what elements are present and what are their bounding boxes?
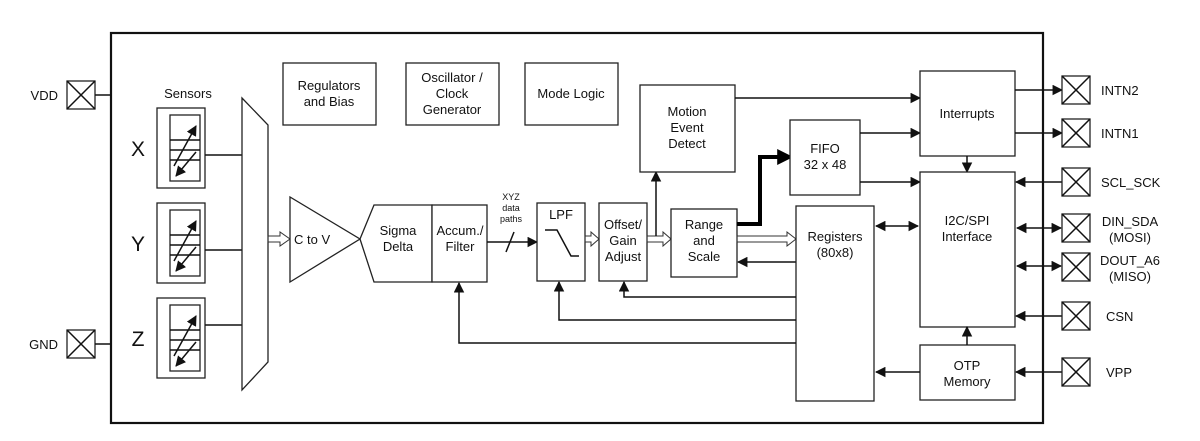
fifo-line1: FIFO <box>810 141 840 156</box>
sensors-label: Sensors <box>164 86 212 101</box>
pin-intn2 <box>1061 75 1091 105</box>
regulators-line2: and Bias <box>304 94 355 109</box>
registers-block <box>795 205 875 402</box>
range-scale-line1: Range <box>685 217 723 232</box>
pin-scl-label: SCL_SCK <box>1101 175 1161 190</box>
xyz-paths-line2: data <box>502 203 520 213</box>
offset-gain-line1: Offset/ <box>604 217 642 232</box>
i2c-line1: I2C/SPI <box>945 213 990 228</box>
fifo-block <box>789 119 861 196</box>
i2c-line2: Interface <box>942 229 993 244</box>
axis-y-label: Y <box>131 233 145 256</box>
mode-logic-block <box>524 62 619 126</box>
accum-filter-line2: Filter <box>446 239 476 254</box>
sensor-x <box>156 107 206 189</box>
pin-csn <box>1061 301 1091 331</box>
pin-vdd-label: VDD <box>31 88 58 103</box>
otp-line2: Memory <box>944 374 991 389</box>
oscillator-line1: Oscillator / <box>421 70 483 85</box>
multiplexer <box>241 96 269 392</box>
pin-dout-line2: (MISO) <box>1109 269 1151 284</box>
interrupts-label: Interrupts <box>940 106 995 121</box>
motion-line3: Detect <box>668 136 706 151</box>
sigma-delta-line2: Delta <box>383 239 414 254</box>
accum-filter-block <box>431 204 488 283</box>
regulators-bias-block <box>282 62 377 126</box>
oscillator-line2: Clock <box>436 86 469 101</box>
motion-line1: Motion <box>667 104 706 119</box>
pin-csn-label: CSN <box>1106 309 1133 324</box>
motion-line2: Event <box>670 120 704 135</box>
axis-z-label: Z <box>132 328 145 351</box>
oscillator-block <box>405 62 500 126</box>
registers-line2: (80x8) <box>817 245 854 260</box>
c-to-v-amplifier <box>289 195 362 284</box>
pin-intn2-label: INTN2 <box>1101 83 1139 98</box>
i2c-spi-block <box>919 171 1016 328</box>
sensor-z <box>156 297 206 379</box>
sigma-delta-line1: Sigma <box>380 223 418 238</box>
offset-gain-line2: Gain <box>609 233 636 248</box>
c-to-v-label: C to V <box>294 232 330 247</box>
pin-gnd-label: GND <box>29 337 58 352</box>
xyz-paths-line3: paths <box>500 214 523 224</box>
offset-gain-line3: Adjust <box>605 249 642 264</box>
pin-scl-sck <box>1061 167 1091 197</box>
axis-x-label: X <box>131 138 145 161</box>
accum-filter-line1: Accum./ <box>437 223 484 238</box>
bus-arrow <box>267 231 291 247</box>
sensor-y <box>156 202 206 284</box>
interrupts-block <box>919 70 1016 157</box>
mode-logic-label: Mode Logic <box>537 86 605 101</box>
pin-vpp <box>1061 357 1091 387</box>
pin-gnd <box>66 329 111 359</box>
lpf-label: LPF <box>549 207 573 222</box>
range-scale-block <box>670 208 738 278</box>
registers-line1: Registers <box>808 229 863 244</box>
pin-din-line1: DIN_SDA <box>1102 214 1159 229</box>
pin-intn1-label: INTN1 <box>1101 126 1139 141</box>
pin-dout-line1: DOUT_A6 <box>1100 253 1160 268</box>
pin-dout-a6 <box>1061 252 1091 282</box>
pin-din-sda <box>1061 213 1091 243</box>
pin-din-line2: (MOSI) <box>1109 230 1151 245</box>
pin-vpp-label: VPP <box>1106 365 1132 380</box>
oscillator-line3: Generator <box>423 102 482 117</box>
motion-detect-block <box>639 84 736 173</box>
range-scale-line3: Scale <box>688 249 721 264</box>
range-scale-line2: and <box>693 233 715 248</box>
xyz-paths-line1: XYZ <box>502 192 520 202</box>
regulators-line1: Regulators <box>298 78 361 93</box>
fifo-line2: 32 x 48 <box>804 157 847 172</box>
otp-line1: OTP <box>954 358 981 373</box>
pin-vdd <box>66 80 111 110</box>
lpf-response-icon <box>545 229 579 257</box>
pin-intn1 <box>1061 118 1091 148</box>
